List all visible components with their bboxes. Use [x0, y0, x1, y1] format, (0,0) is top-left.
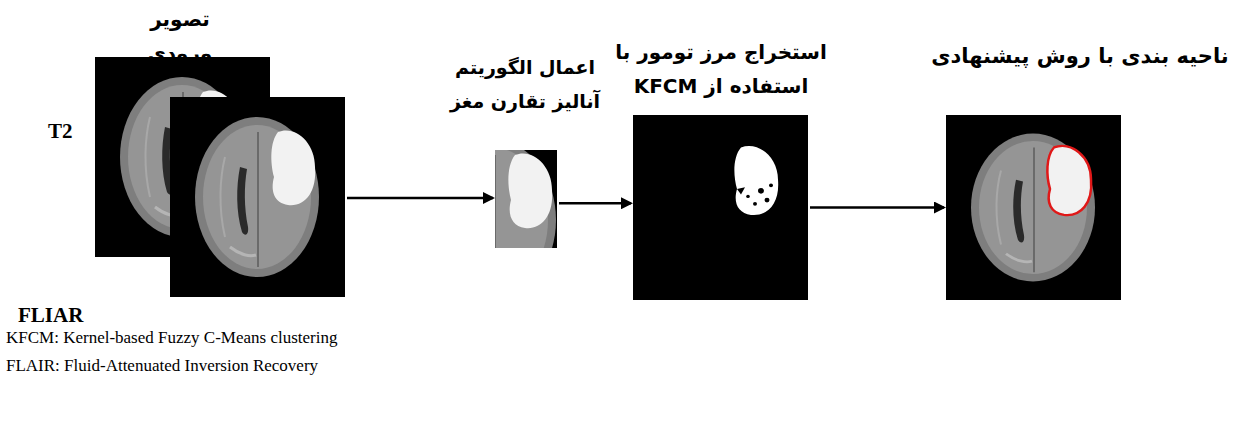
tumor-mask: [633, 115, 808, 300]
segmentation-result: ناحیه بندی با روش پیشنهادی: [946, 115, 1121, 300]
input-image-stack: تصویر ورودیT2FLIAR: [170, 97, 345, 297]
stage-caption: تصویر ورودی: [115, 2, 245, 70]
stage-caption: اعمال الگوریتم آنالیز تقارن مغز: [435, 50, 615, 118]
flow-arrow: [810, 206, 944, 209]
flair-image: [170, 97, 345, 297]
flow-arrow: [347, 197, 493, 200]
symmetry-crop: اعمال الگوریتم آنالیز تقارن مغز: [495, 150, 557, 248]
sequence-label: T2: [48, 119, 73, 144]
cropped-image: [432, 140, 557, 300]
flow-arrow: [559, 202, 631, 205]
abbreviation-note: KFCM: Kernel-based Fuzzy C-Means cluster…: [6, 328, 337, 348]
stage-caption: ناحیه بندی با روش پیشنهادی: [915, 39, 1245, 73]
segmented-image: [946, 115, 1121, 300]
abbreviation-note: FLAIR: Fluid-Attenuated Inversion Recove…: [6, 356, 318, 376]
flair-brain: [195, 117, 319, 277]
sequence-label: FLIAR: [18, 303, 83, 328]
tumor-mask-box: استخراج مرز تومور با استفاده از KFCM: [633, 115, 808, 300]
stage-caption: استخراج مرز تومور با استفاده از KFCM: [611, 35, 831, 103]
